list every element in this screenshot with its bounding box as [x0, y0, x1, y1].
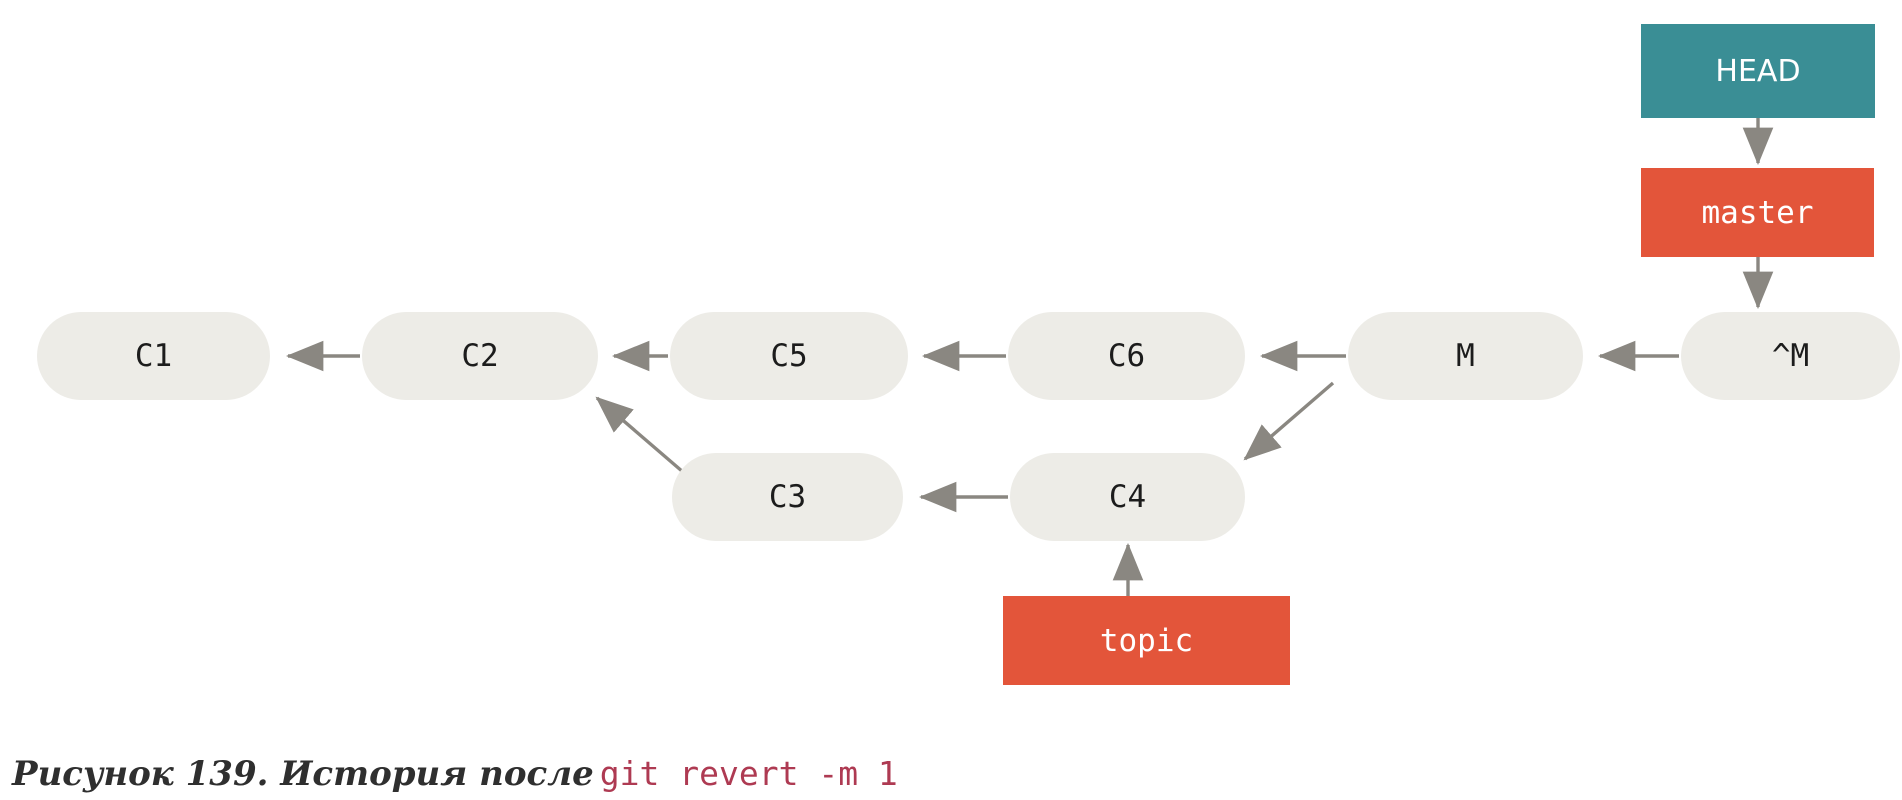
commit-label: ^M — [1771, 338, 1810, 374]
edge-m-to-c4 — [1243, 381, 1335, 461]
commit-label: C2 — [461, 338, 499, 374]
commit-label: C4 — [1108, 479, 1147, 515]
commit-node-c1[interactable]: C1 — [37, 312, 270, 400]
ref-box-topic[interactable]: topic — [1003, 596, 1290, 685]
commit-label: M — [1456, 338, 1475, 374]
edge-c3-to-c2 — [595, 396, 692, 480]
ref-label: topic — [1099, 622, 1194, 659]
commit-label: C6 — [1107, 338, 1146, 374]
commit-node-c2[interactable]: C2 — [362, 312, 598, 400]
ref-box-master[interactable]: master — [1641, 168, 1874, 257]
commit-node-c6[interactable]: C6 — [1008, 312, 1245, 400]
caption-code: git revert -m 1 — [599, 754, 898, 793]
ref-box-head[interactable]: HEAD — [1641, 24, 1875, 118]
commit-node-c5[interactable]: C5 — [670, 312, 908, 400]
commit-label: C3 — [768, 479, 807, 515]
commit-label: C5 — [770, 338, 808, 374]
commit-node-m[interactable]: M — [1348, 312, 1583, 400]
caption-text: Рисунок 139. История после — [12, 754, 594, 794]
commit-node-revert-m[interactable]: ^M — [1681, 312, 1900, 400]
ref-label: master — [1701, 194, 1814, 231]
ref-label: HEAD — [1715, 53, 1801, 89]
commit-node-c3[interactable]: C3 — [672, 453, 903, 541]
commit-node-c4[interactable]: C4 — [1010, 453, 1245, 541]
commit-label: C1 — [134, 338, 173, 374]
